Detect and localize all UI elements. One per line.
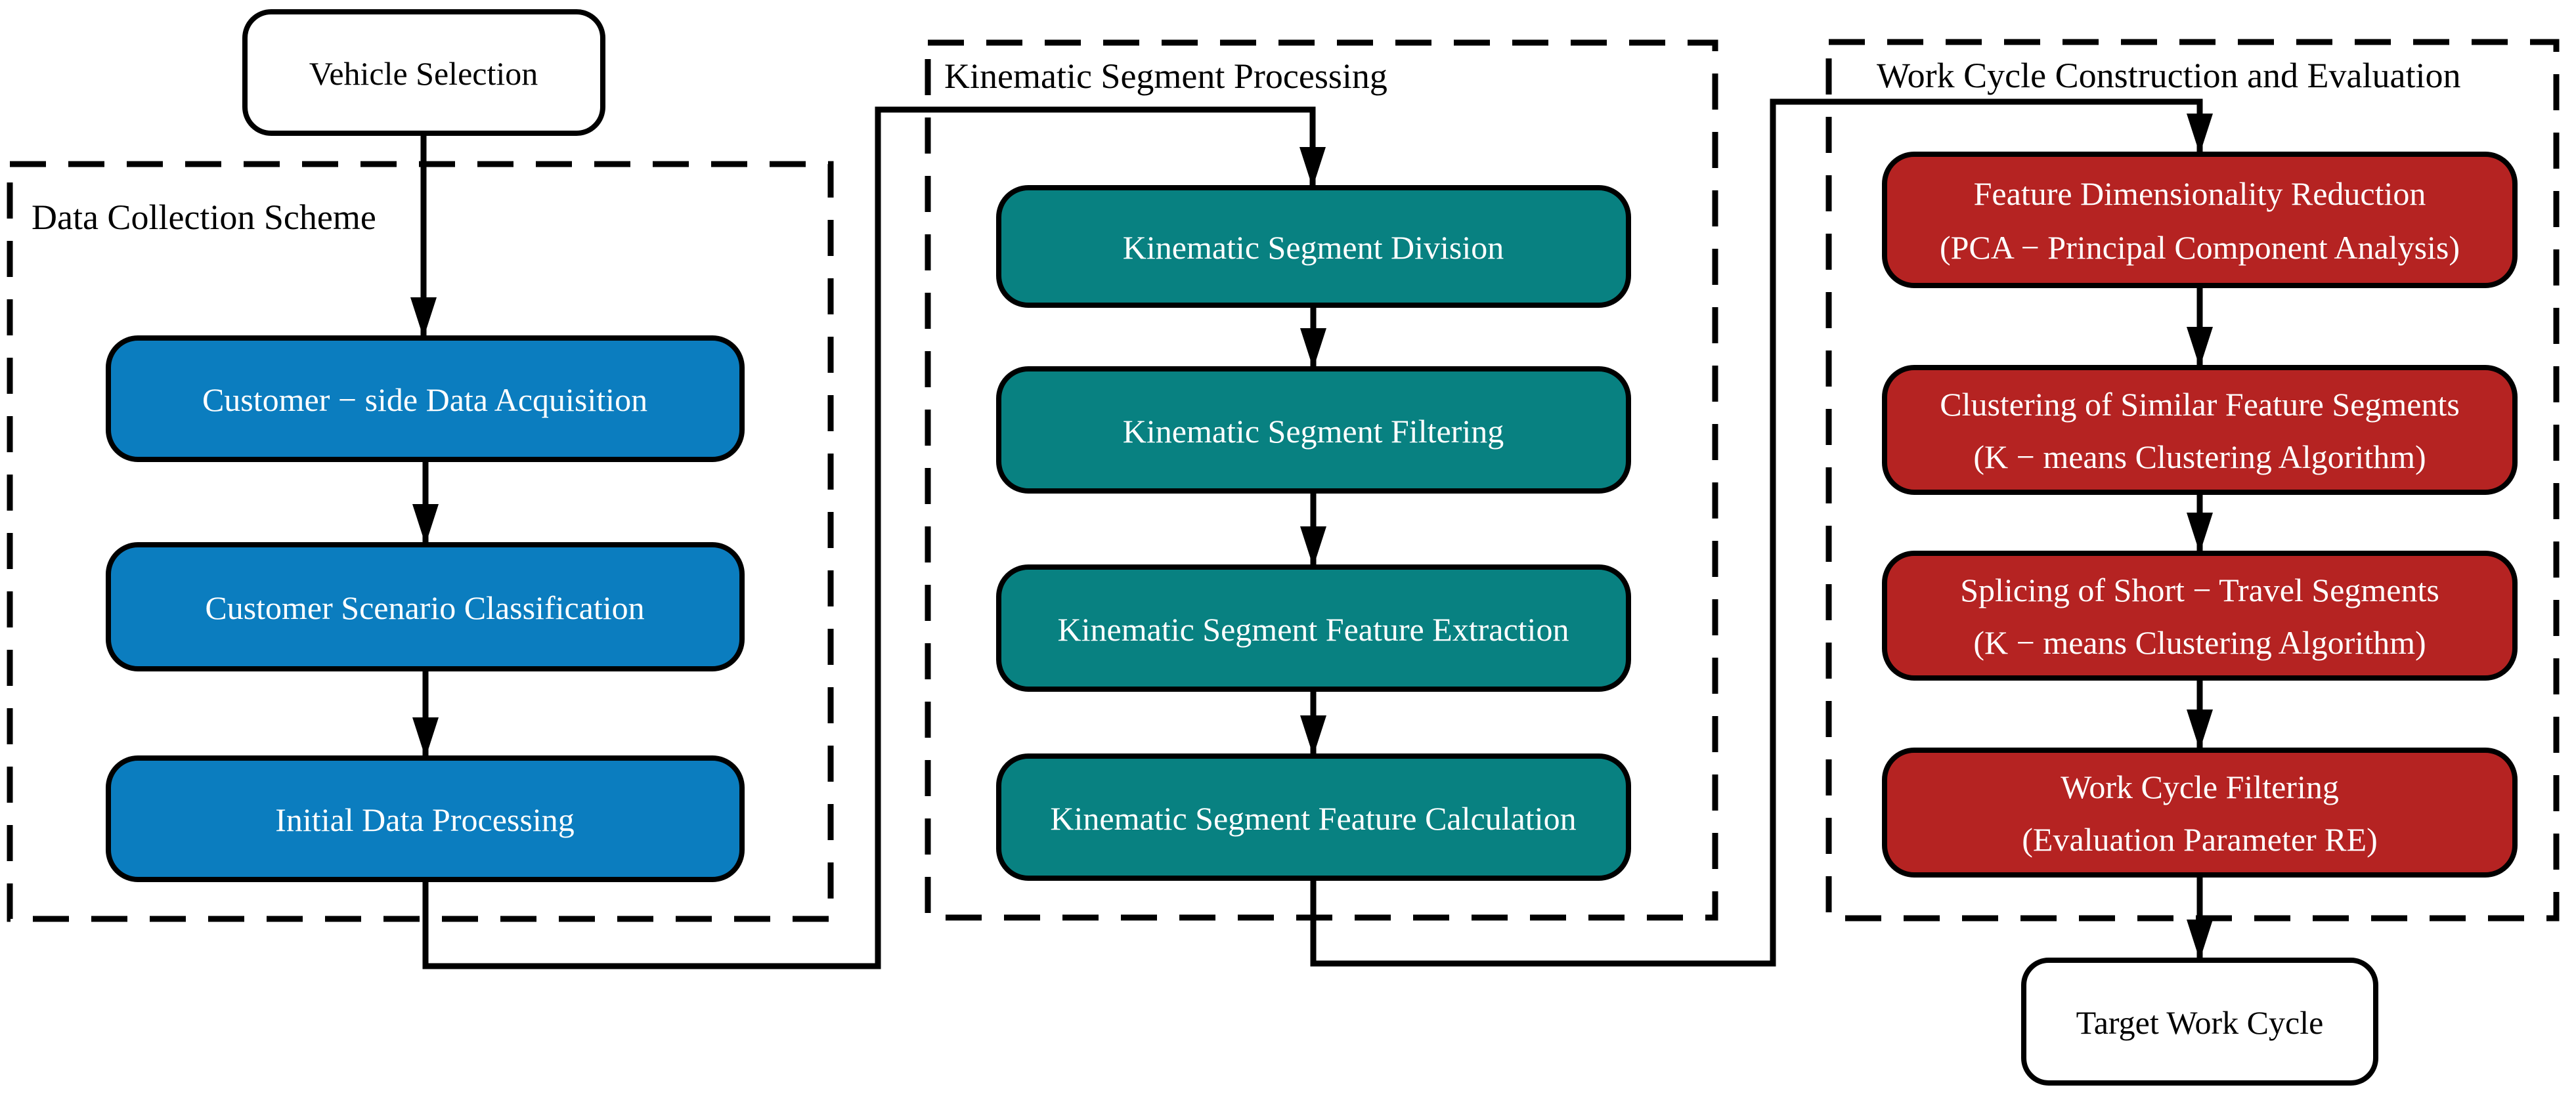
section-frame-work-cycle	[1825, 39, 2560, 922]
end-node-label: Target Work Cycle	[2076, 1004, 2324, 1041]
section-title-kinematic-processing: Kinematic Segment Processing	[944, 56, 1387, 96]
step-node-label: Kinematic Segment Feature Calculation	[1050, 800, 1576, 837]
step-node-clustering-of-similar-feature-segments: Clustering of Similar Feature Segments (…	[1882, 365, 2518, 495]
end-node: Target Work Cycle	[2021, 958, 2378, 1086]
step-node-shape	[106, 542, 745, 671]
step-node-label: Kinematic Segment Division	[1123, 229, 1504, 266]
step-node-initial-data-processing: Initial Data Processing	[106, 755, 745, 882]
step-node-label: Customer Scenario Classification	[205, 589, 644, 626]
step-node-work-cycle-filtering: Work Cycle Filtering (Evaluation Paramet…	[1882, 748, 2518, 878]
step-node-shape	[106, 335, 745, 462]
step-node-shape	[996, 366, 1631, 494]
step-node-label: Customer − side Data Acquisition	[202, 381, 647, 418]
step-node-feature-dimensionality-reduction: Feature Dimensionality Reduction (PCA − …	[1882, 152, 2518, 288]
step-node-shape	[1882, 748, 2518, 878]
step-node-label-line1: Splicing of Short − Travel Segments	[1960, 572, 2439, 608]
step-node-label-line1: Clustering of Similar Feature Segments	[1940, 386, 2460, 423]
step-node-label-line2: (K − means Clustering Algorithm)	[1973, 438, 2426, 475]
section-title-data-collection: Data Collection Scheme	[32, 198, 376, 237]
connector-middle-to-right-section	[1310, 98, 2213, 967]
section-frame-data-collection	[7, 161, 834, 922]
step-node-label-line1: Work Cycle Filtering	[2061, 769, 2339, 805]
step-node-customer-scenario-classification: Customer Scenario Classification	[106, 542, 745, 671]
step-node-shape	[1882, 152, 2518, 288]
step-node-kinematic-segment-division: Kinematic Segment Division	[996, 185, 1631, 308]
start-node-label: Vehicle Selection	[309, 55, 538, 92]
section-frame-kinematic-processing	[925, 39, 1718, 921]
start-node-shape	[242, 9, 605, 136]
step-node-kinematic-segment-filtering: Kinematic Segment Filtering	[996, 366, 1631, 494]
step-node-customer-side-data-acquisition: Customer − side Data Acquisition	[106, 335, 745, 462]
step-node-label: Kinematic Segment Filtering	[1123, 413, 1504, 450]
step-node-shape	[106, 755, 745, 882]
step-node-label: Initial Data Processing	[275, 801, 574, 838]
step-node-label-line2: (PCA − Principal Component Analysis)	[1940, 229, 2460, 266]
step-node-label-line2: (K − means Clustering Algorithm)	[1973, 624, 2426, 661]
step-node-splicing-of-short-travel-segments: Splicing of Short − Travel Segments (K −…	[1882, 551, 2518, 681]
step-node-label: Kinematic Segment Feature Extraction	[1058, 611, 1569, 648]
step-node-label-line1: Feature Dimensionality Reduction	[1974, 175, 2426, 212]
end-node-shape	[2021, 958, 2378, 1086]
step-node-kinematic-segment-feature-extraction: Kinematic Segment Feature Extraction	[996, 564, 1631, 692]
step-node-shape	[996, 564, 1631, 692]
section-title-work-cycle: Work Cycle Construction and Evaluation	[1877, 56, 2460, 95]
start-node: Vehicle Selection	[242, 9, 605, 136]
connector-left-to-middle-section	[422, 106, 1326, 969]
step-node-kinematic-segment-feature-calculation: Kinematic Segment Feature Calculation	[996, 753, 1631, 881]
step-node-label-line2: (Evaluation Parameter RE)	[2022, 821, 2377, 858]
step-node-shape	[1882, 365, 2518, 495]
step-node-shape	[1882, 551, 2518, 681]
step-node-shape	[996, 185, 1631, 308]
step-node-shape	[996, 753, 1631, 881]
